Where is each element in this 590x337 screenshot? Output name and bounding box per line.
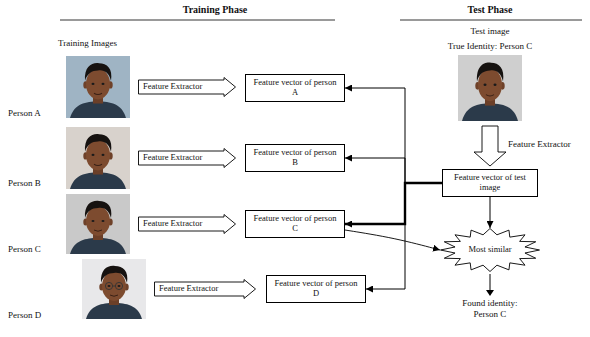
node-text: Feature vector of person B (250, 148, 340, 168)
node-text: Feature Extractor (143, 82, 202, 92)
heading-rule (400, 20, 582, 21)
feature-vector-box: Feature vector of person A (245, 74, 345, 102)
extractor-arrow: Feature Extractor (138, 77, 236, 97)
photo-person-a (66, 56, 130, 118)
text-label: Person A (8, 108, 64, 119)
heading-rule (60, 20, 335, 21)
connector-arrow (345, 88, 442, 183)
text-label: Person C (8, 244, 64, 255)
phase-heading: Test Phase (440, 4, 540, 16)
node-text: Feature vector of person C (250, 214, 340, 234)
similarity-starburst: Most similar (440, 228, 540, 272)
connector-arrow (345, 158, 442, 183)
node-text: Feature vector of test image (447, 173, 533, 193)
hollow-arrow (474, 126, 506, 166)
phase-heading: Training Phase (140, 4, 290, 16)
text-label: True Identity: Person C (415, 41, 565, 52)
feature-vector-box: Feature vector of person D (266, 275, 366, 303)
node-text: Feature Extractor (159, 284, 218, 294)
photo-person-d (82, 259, 146, 319)
result-arrowhead (486, 290, 494, 296)
photo-person-c (66, 194, 130, 254)
connector-arrow (490, 197, 491, 228)
node-text: Most similar (468, 245, 511, 255)
connector-arrow (345, 230, 440, 250)
photo-person-b (66, 127, 130, 189)
node-text: Feature Extractor (143, 153, 202, 163)
extractor-arrow: Feature Extractor (154, 279, 256, 299)
node-text: Feature vector of person A (250, 78, 340, 98)
photo-test-image (458, 55, 522, 121)
feature-vector-box: Feature vector of person C (245, 210, 345, 238)
text-label: Test image (440, 26, 540, 37)
text-label: Training Images (58, 38, 158, 49)
extractor-arrow: Feature Extractor (138, 214, 236, 234)
connector-arrow (366, 183, 442, 289)
result-arrow (490, 274, 491, 291)
text-label: Person D (8, 310, 78, 321)
feature-vector-box: Feature vector of person B (245, 144, 345, 172)
node-text: Feature vector of person D (271, 279, 361, 299)
text-label: Person B (8, 178, 64, 189)
extractor-arrow: Feature Extractor (138, 148, 236, 168)
text-label: Found identity: Person C (450, 298, 530, 320)
text-label: Feature Extractor (508, 139, 586, 150)
node-text: Feature Extractor (143, 219, 202, 229)
feature-vector-box: Feature vector of test image (442, 169, 538, 197)
connector-arrow (345, 183, 442, 224)
